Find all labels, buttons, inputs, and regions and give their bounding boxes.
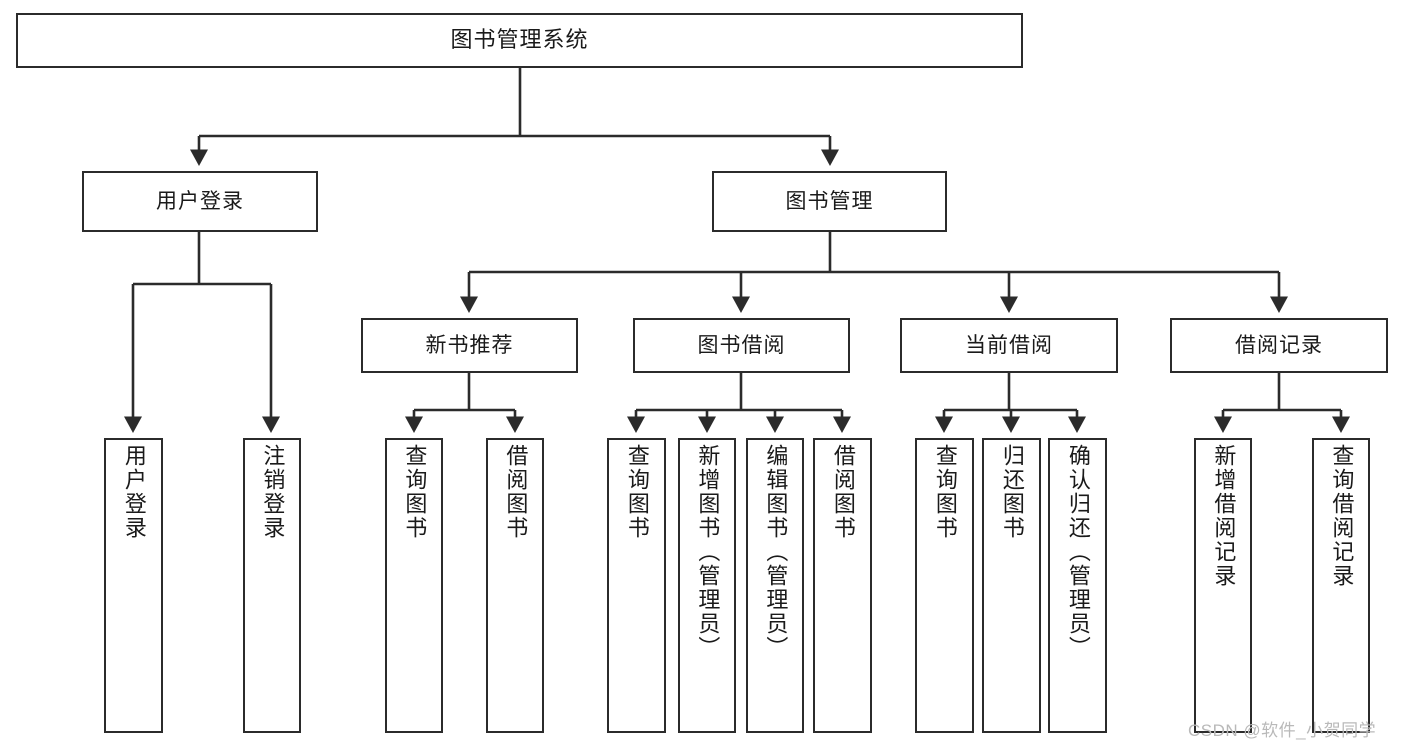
- node-leaf-borrow-book[interactable]: 借阅图书: [813, 438, 872, 733]
- node-leaf-confirm-return-admin-label: 确认归还（管理员）: [1065, 444, 1091, 660]
- node-leaf-logout[interactable]: 注销登录: [243, 438, 301, 733]
- node-leaf-add-book-admin[interactable]: 新增图书（管理员）: [678, 438, 736, 733]
- node-leaf-edit-book-admin-label: 编辑图书（管理员）: [763, 444, 789, 660]
- node-leaf-add-borrow-record-label: 新增借阅记录: [1211, 444, 1237, 588]
- node-leaf-query-borrow-record-label: 查询借阅记录: [1329, 444, 1355, 588]
- node-leaf-query-book-current-label: 查询图书: [932, 444, 958, 540]
- node-new-book-recommend-label: 新书推荐: [425, 333, 514, 357]
- node-current-borrow[interactable]: 当前借阅: [900, 318, 1118, 373]
- node-user-login-label: 用户登录: [156, 189, 244, 213]
- node-leaf-query-book-recommend[interactable]: 查询图书: [385, 438, 443, 733]
- node-leaf-borrow-book-recommend-label: 借阅图书: [503, 444, 529, 540]
- node-leaf-borrow-book-recommend[interactable]: 借阅图书: [486, 438, 544, 733]
- node-leaf-query-book-borrow-label: 查询图书: [624, 444, 650, 540]
- node-book-manage[interactable]: 图书管理: [712, 171, 947, 232]
- node-borrow-record[interactable]: 借阅记录: [1170, 318, 1388, 373]
- node-current-borrow-label: 当前借阅: [965, 333, 1053, 357]
- node-user-login[interactable]: 用户登录: [82, 171, 318, 232]
- node-book-manage-label: 图书管理: [785, 189, 874, 213]
- node-leaf-user-login[interactable]: 用户登录: [104, 438, 163, 733]
- node-leaf-query-book-current[interactable]: 查询图书: [915, 438, 974, 733]
- node-leaf-edit-book-admin[interactable]: 编辑图书（管理员）: [746, 438, 804, 733]
- node-borrow-record-label: 借阅记录: [1235, 333, 1323, 357]
- node-leaf-user-login-label: 用户登录: [121, 444, 147, 540]
- node-leaf-add-borrow-record[interactable]: 新增借阅记录: [1194, 438, 1252, 733]
- node-leaf-borrow-book-label: 借阅图书: [830, 444, 856, 540]
- node-book-borrow[interactable]: 图书借阅: [633, 318, 850, 373]
- node-leaf-logout-label: 注销登录: [260, 444, 286, 540]
- node-root-label: 图书管理系统: [450, 27, 589, 53]
- node-new-book-recommend[interactable]: 新书推荐: [361, 318, 578, 373]
- node-leaf-add-book-admin-label: 新增图书（管理员）: [695, 444, 721, 660]
- csdn-watermark: CSDN @软件_小贺同学: [1188, 721, 1377, 740]
- node-leaf-query-borrow-record[interactable]: 查询借阅记录: [1312, 438, 1370, 733]
- node-leaf-return-book-label: 归还图书: [999, 444, 1025, 540]
- node-leaf-query-book-recommend-label: 查询图书: [402, 444, 428, 540]
- node-leaf-query-book-borrow[interactable]: 查询图书: [607, 438, 666, 733]
- node-root[interactable]: 图书管理系统: [16, 13, 1023, 68]
- node-leaf-confirm-return-admin[interactable]: 确认归还（管理员）: [1048, 438, 1107, 733]
- node-book-borrow-label: 图书借阅: [697, 333, 786, 357]
- node-leaf-return-book[interactable]: 归还图书: [982, 438, 1041, 733]
